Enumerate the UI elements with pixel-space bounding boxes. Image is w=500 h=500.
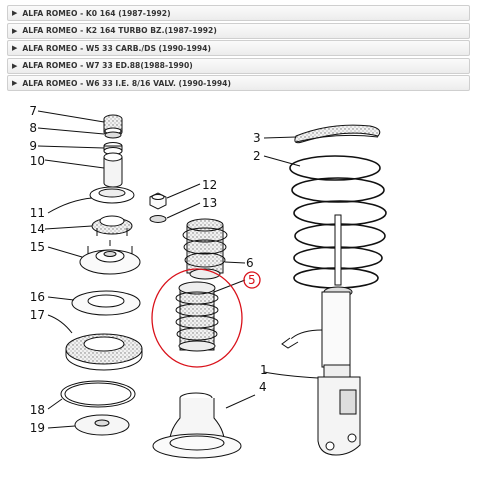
part-15-strut-mount [79,240,141,275]
vehicle-row-label: ALFA ROMEO - W5 33 CARB./DS (1990-1994) [22,43,211,53]
part-label-1: 1 [260,363,268,377]
part-label-8: 8 [29,121,37,135]
part-label-19: 19 [30,421,45,435]
part-8-washer [104,127,122,139]
part-3-spring-pad [294,124,381,144]
part-label-11: 11 [30,206,45,220]
part-5-bump-stop [175,281,219,352]
part-6-bump-stop [182,218,228,280]
part-label-6: 6 [246,256,254,270]
vehicle-row-label: ALFA ROMEO - K0 164 (1987-1992) [22,8,171,18]
part-14-upper-mount [91,215,133,236]
part-label-3: 3 [253,131,261,145]
part-16-bearing [71,290,141,316]
part-13-washer [149,215,167,223]
vehicle-row-w6-33-ie[interactable]: ▶ ALFA ROMEO - W6 33 I.E. 8/16 VALV. (19… [7,75,470,91]
part-12-nut [149,192,167,210]
part-19-cap [74,414,130,436]
vehicle-row-k0-164[interactable]: ▶ ALFA ROMEO - K0 164 (1987-1992) [7,5,470,21]
part-label-12: 12 [202,178,217,192]
part-17-spring-seat [65,333,143,371]
part-label-10: 10 [30,154,45,168]
part-label-18: 18 [30,403,45,417]
exploded-parts-diagram: 7 8 9 10 11 14 15 16 17 18 19 12 13 6 5 … [29,104,387,459]
caret-right-icon: ▶ [12,44,18,52]
caret-right-icon: ▶ [12,61,18,70]
part-label-9: 9 [29,139,37,153]
vehicle-list: ▶ ALFA ROMEO - K0 164 (1987-1992) ▶ ALFA… [7,5,470,93]
part-label-15: 15 [30,240,45,254]
vehicle-row-label: ALFA ROMEO - W7 33 ED.88(1988-1990) [22,61,193,70]
part-10-spacer [103,152,123,188]
part-label-4: 4 [259,380,267,394]
part-18-gasket [60,380,136,408]
part-4-boot [152,392,242,459]
caret-right-icon: ▶ [12,79,18,87]
part-label-13: 13 [202,196,217,210]
part-label-17: 17 [30,308,45,322]
part-label-2: 2 [253,149,261,163]
vehicle-row-w5-33-carb[interactable]: ▶ ALFA ROMEO - W5 33 CARB./DS (1990-1994… [7,40,470,56]
vehicle-row-w7-33-ed88[interactable]: ▶ ALFA ROMEO - W7 33 ED.88(1988-1990) [7,57,470,74]
part-label-7: 7 [29,104,37,118]
vehicle-row-label: ALFA ROMEO - W6 33 I.E. 8/16 VALV. (1990… [22,78,231,88]
part-label-5: 5 [248,273,256,287]
caret-right-icon: ▶ [12,9,18,17]
part-label-16: 16 [30,290,45,304]
part-11-plate [89,186,135,204]
part-9-nut [103,142,123,155]
highlight-circle [151,268,261,368]
part-1-strut [281,214,361,456]
vehicle-row-label: ALFA ROMEO - K2 164 TURBO BZ.(1987-1992) [22,26,217,35]
vehicle-row-k2-164-turbo[interactable]: ▶ ALFA ROMEO - K2 164 TURBO BZ.(1987-199… [7,22,470,39]
part-label-14: 14 [30,222,45,236]
caret-right-icon: ▶ [12,26,18,35]
